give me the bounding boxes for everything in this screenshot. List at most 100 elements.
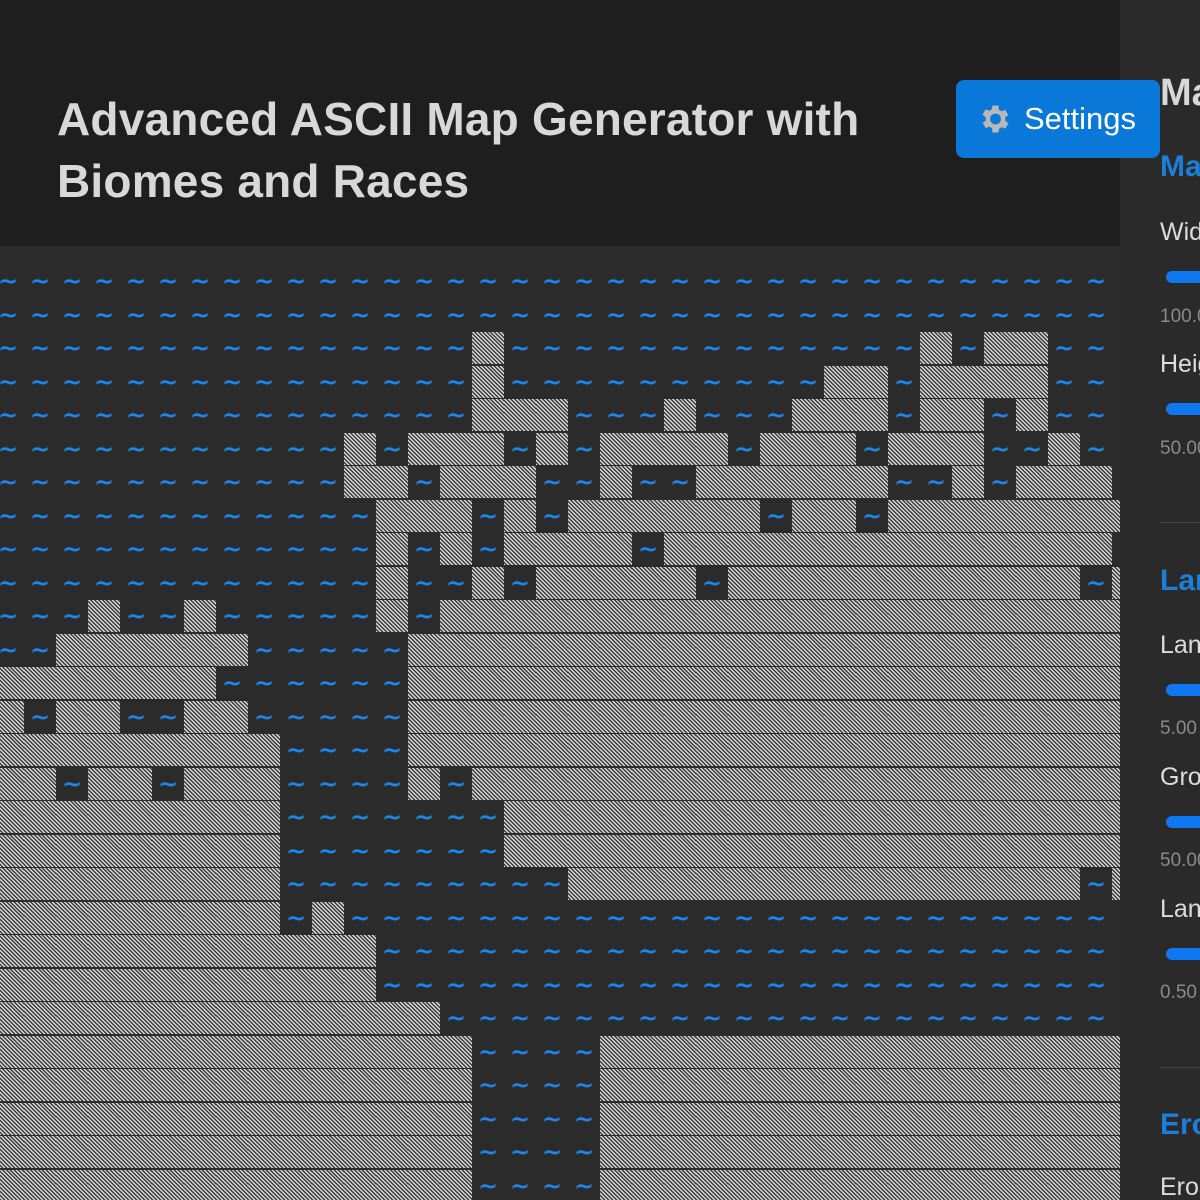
land-tile: [760, 801, 792, 835]
water-tile: ~: [477, 803, 499, 831]
land-tile: [216, 1102, 248, 1137]
water-tile: ~: [1085, 434, 1107, 463]
land-tile: [1016, 700, 1048, 735]
water-tile: ~: [285, 468, 307, 496]
land-tile: [472, 432, 504, 467]
water-tile: ~: [93, 300, 115, 329]
water-tile: ~: [317, 568, 339, 597]
water-tile: ~: [253, 434, 275, 463]
land-tile: [120, 868, 152, 902]
water-tile: ~: [349, 669, 371, 697]
water-tile: ~: [445, 769, 467, 798]
land-tile: [0, 1069, 24, 1103]
landmass-count-slider[interactable]: [1166, 684, 1200, 696]
water-tile: ~: [125, 602, 147, 630]
settings-label: Settings: [1024, 101, 1137, 136]
water-tile: ~: [573, 1171, 595, 1200]
water-tile: ~: [541, 970, 563, 999]
water-tile: ~: [189, 501, 211, 530]
land-tile: [952, 667, 984, 701]
water-tile: ~: [1085, 367, 1107, 396]
land-tile: [120, 901, 152, 936]
water-tile: ~: [509, 903, 531, 932]
land-tile: [792, 801, 824, 835]
section-title-erosion: Erosion: [1160, 1108, 1200, 1141]
land-tile: [824, 1069, 856, 1103]
land-tile: [824, 399, 856, 433]
land-tile: [408, 1169, 440, 1200]
land-tile: [408, 1102, 440, 1137]
water-tile: ~: [925, 300, 947, 329]
land-tile: [1016, 365, 1048, 400]
land-tile: [472, 734, 504, 768]
water-tile: ~: [317, 635, 339, 664]
water-tile: ~: [541, 501, 563, 530]
land-tile: [120, 1169, 152, 1200]
land-tile: [1016, 667, 1048, 701]
land-tile: [632, 566, 664, 601]
water-tile: ~: [157, 501, 179, 530]
land-tile: [792, 868, 824, 902]
water-tile: ~: [285, 267, 307, 295]
water-tile: ~: [0, 334, 19, 362]
water-tile: ~: [733, 1004, 755, 1032]
land-tile: [0, 734, 24, 768]
water-tile: ~: [957, 300, 979, 329]
land-tile: [1048, 533, 1080, 567]
land-tile: [88, 1136, 120, 1170]
land-tile: [344, 935, 376, 969]
land-tile: [568, 868, 600, 902]
land-tile: [600, 767, 632, 802]
water-tile: ~: [253, 334, 275, 362]
land-tile: [920, 432, 952, 467]
water-tile: ~: [381, 836, 403, 865]
land-threshold-slider[interactable]: [1166, 948, 1200, 960]
page-title: Advanced ASCII Map Generator with Biomes…: [57, 93, 860, 207]
growth-iterations-slider[interactable]: [1166, 816, 1200, 828]
land-tile: [408, 432, 440, 467]
land-tile: [952, 1069, 984, 1103]
land-tile: [792, 1102, 824, 1137]
water-tile: ~: [637, 367, 659, 396]
land-tile: [760, 1035, 792, 1070]
land-tile: [920, 633, 952, 668]
land-tile: [344, 1002, 376, 1036]
water-tile: ~: [253, 602, 275, 630]
land-tile: [216, 700, 248, 735]
water-tile: ~: [861, 937, 883, 965]
land-tile: [216, 734, 248, 768]
land-tile: [728, 466, 760, 500]
land-tile: [152, 1169, 184, 1200]
land-tile: [408, 700, 440, 735]
land-tile: [856, 767, 888, 802]
water-tile: ~: [829, 1004, 851, 1032]
land-tile: [376, 566, 408, 601]
water-tile: ~: [445, 903, 467, 932]
water-tile: ~: [29, 535, 51, 563]
water-tile: ~: [125, 535, 147, 563]
land-tile: [56, 700, 88, 735]
water-tile: ~: [637, 970, 659, 999]
land-tile: [56, 633, 88, 668]
water-tile: ~: [957, 970, 979, 999]
height-slider[interactable]: [1166, 403, 1200, 415]
land-tile: [184, 1002, 216, 1036]
water-tile: ~: [285, 836, 307, 865]
settings-button[interactable]: Settings: [956, 80, 1160, 158]
land-tile: [632, 667, 664, 701]
land-tile: [792, 734, 824, 768]
width-slider[interactable]: [1166, 271, 1200, 283]
land-tile: [856, 1069, 888, 1103]
water-tile: ~: [605, 267, 627, 295]
land-tile: [1112, 734, 1120, 768]
water-tile: ~: [669, 903, 691, 932]
water-tile: ~: [253, 501, 275, 530]
land-tile: [56, 901, 88, 936]
water-tile: ~: [61, 367, 83, 396]
water-tile: ~: [61, 535, 83, 563]
water-tile: ~: [253, 367, 275, 396]
land-tile: [664, 767, 696, 802]
land-tile: [760, 834, 792, 869]
land-tile: [792, 1069, 824, 1103]
land-tile: [952, 1136, 984, 1170]
